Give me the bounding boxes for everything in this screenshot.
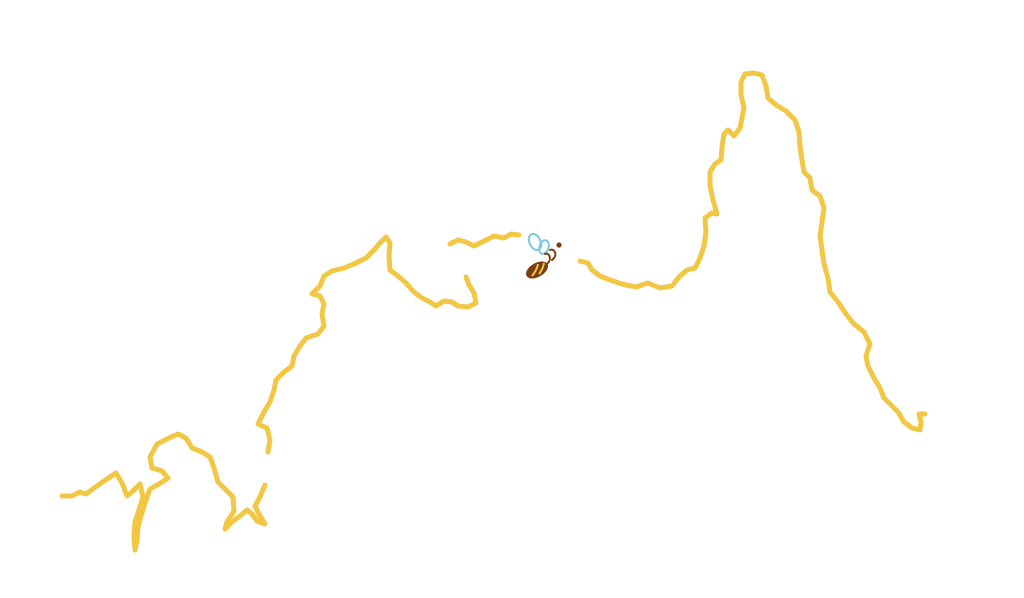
route-line-middle-top (447, 231, 522, 249)
route-line-left (59, 431, 268, 553)
bee-icon (526, 232, 562, 279)
route-line-right (577, 70, 928, 433)
route-line-middle-left (255, 234, 479, 455)
